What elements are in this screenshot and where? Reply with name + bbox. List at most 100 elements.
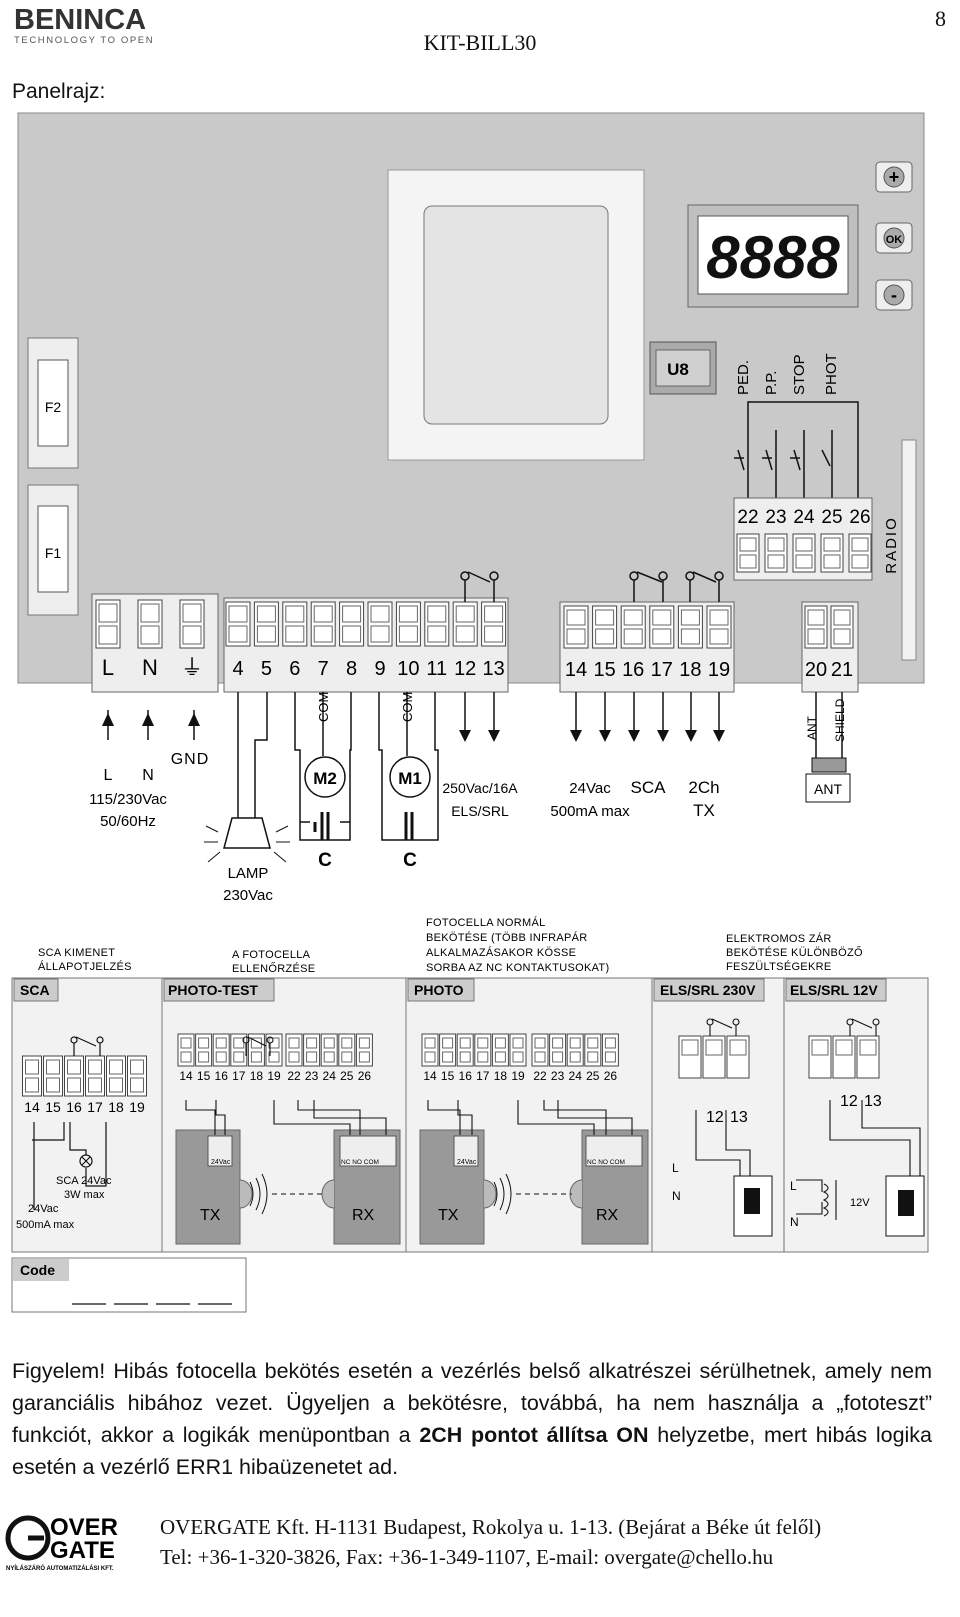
els12-cell	[832, 1035, 856, 1079]
sca-terminal-screw	[25, 1059, 39, 1075]
sca-terminal-cell	[22, 1055, 42, 1097]
aux-label-24vac: 24Vac	[569, 780, 611, 797]
logo-gate: GATE	[50, 1537, 115, 1564]
terminal-4-13-cell	[282, 601, 308, 647]
phototest-terminal-a-cell	[212, 1033, 230, 1067]
terminal-22-26-slot	[767, 554, 785, 569]
photo-terminal-b-slot	[534, 1051, 546, 1063]
photo-terminal-b-slot	[604, 1051, 616, 1063]
plus-label: +	[889, 167, 900, 187]
phototest-rx-terminal	[339, 1135, 397, 1167]
phototest-terminal-a-slot	[233, 1051, 245, 1063]
brand-name: BENINCA	[14, 4, 147, 36]
sca-lamp-spec-2: 3W max	[64, 1189, 105, 1201]
terminal-4-13-label: 5	[261, 658, 272, 680]
terminal-14-19-cell	[563, 605, 589, 649]
photo-terminal-a-label: 15	[441, 1069, 455, 1083]
terminal-14-19-screw	[623, 609, 643, 626]
terminal-power-label: ⏚	[181, 655, 203, 680]
terminal-4-13-slot	[256, 625, 276, 643]
footer-contact: Tel: +36-1-320-3826, Fax: +36-1-349-1107…	[160, 1545, 774, 1569]
phototest-terminal-b-screw	[288, 1037, 300, 1049]
els12-cell	[856, 1035, 880, 1079]
display-digits: 8888	[706, 224, 840, 291]
motor-m1-com: COM	[400, 692, 415, 722]
terminal-20-21-label: 21	[831, 659, 853, 681]
els230-n: N	[672, 1189, 681, 1203]
photo-terminal-a-screw	[494, 1037, 506, 1049]
note-photo-3: ALKALMAZÁSAKOR KÖSSE	[426, 946, 576, 959]
terminal-4-13-slot	[398, 625, 418, 643]
aux-label-sca: SCA	[631, 778, 667, 797]
els230-terminal-13: 13	[730, 1109, 748, 1126]
phototest-rx-contacts: NC NO COM	[341, 1159, 379, 1166]
radio-slot: RADIO	[883, 439, 917, 661]
terminal-14-19-label: 19	[708, 659, 730, 681]
panel-title-phototest: PHOTO-TEST	[168, 982, 258, 998]
terminal-14-19-screw	[566, 609, 586, 626]
fuse-f2-label: F2	[45, 399, 62, 415]
terminal-power-slot	[140, 625, 160, 645]
photo-terminal-a-cell	[509, 1033, 527, 1067]
minus-label: -	[891, 285, 897, 305]
phototest-terminal-b-cell	[338, 1033, 356, 1067]
photo-terminal-a-screw	[442, 1037, 454, 1049]
photo-terminal-a-slot	[459, 1051, 471, 1063]
terminal-4-13-label: 10	[397, 658, 419, 680]
terminal-power-cell	[137, 599, 163, 649]
sca-terminal-label: 16	[66, 1099, 82, 1115]
els230-wiring	[695, 1018, 751, 1176]
input-labels: PED. P.P. STOP PHOT	[735, 353, 840, 395]
terminal-14-19-label: 14	[565, 659, 587, 681]
terminal-14-19-slot	[623, 628, 643, 645]
els230-l: L	[672, 1161, 679, 1175]
terminal-22-26-screw	[823, 537, 841, 552]
els12-n: N	[790, 1215, 799, 1229]
panel-title-els12: ELS/SRL 12V	[790, 982, 878, 998]
terminal-14-19-screw	[595, 609, 615, 626]
phototest-rx: RX	[352, 1207, 375, 1224]
terminal-22-26-label: 22	[737, 507, 758, 528]
photo-terminal-a-cell	[421, 1033, 439, 1067]
note-els-1: ELEKTROMOS ZÁR	[726, 932, 832, 945]
photo-terminal-a-cell	[439, 1033, 457, 1067]
els12-lock-icon	[885, 1175, 925, 1237]
note-els-3: FESZÜLTSÉGEKRE	[726, 960, 831, 973]
terminal-14-19-slot	[595, 628, 615, 645]
phototest-terminal-b-slot	[341, 1051, 353, 1063]
els12-terminal-13: 13	[864, 1093, 882, 1110]
note-photo-4: SORBA AZ NC KONTAKTUSOKAT)	[426, 962, 609, 974]
els12-wiring	[796, 1018, 921, 1220]
plus-button[interactable]: +	[875, 161, 913, 193]
photo-terminal-b-slot	[569, 1051, 581, 1063]
phototest-terminal-a-screw	[233, 1037, 245, 1049]
ok-button[interactable]: OK	[875, 222, 913, 254]
phototest-terminal-b-label: 23	[305, 1069, 319, 1083]
phototest-terminal-a-cell	[177, 1033, 195, 1067]
lamp-spec: 230Vac	[223, 887, 273, 904]
terminal-4-13-slot	[228, 625, 248, 643]
terminal-14-19-screw	[709, 609, 729, 626]
phototest-terminal-b-screw	[358, 1037, 370, 1049]
photo-terminal-b-screw	[587, 1037, 599, 1049]
relay-contacts	[460, 571, 724, 602]
radio-label: RADIO	[883, 516, 900, 574]
terminal-14-19-cell	[706, 605, 732, 649]
photo-terminal-b-slot	[587, 1051, 599, 1063]
terminal-14-19-label: 15	[593, 659, 615, 681]
phototest-terminal-b-slot	[323, 1051, 335, 1063]
phototest-terminal-b-cell	[320, 1033, 338, 1067]
terminal-4-13-label: 7	[318, 658, 329, 680]
note-els-2: BEKÖTÉSE KÜLÖNBÖZŐ	[726, 945, 863, 959]
minus-button[interactable]: -	[875, 279, 913, 311]
terminal-22-26-cell	[820, 533, 844, 573]
power-spec-voltage: 115/230Vac	[89, 791, 167, 808]
els230-cell-screw	[705, 1039, 723, 1056]
photo-terminal-a-slot	[494, 1051, 506, 1063]
footer-address: OVERGATE Kft. H-1131 Budapest, Rokolya u…	[160, 1515, 822, 1539]
terminal-4-13-label: 9	[374, 658, 385, 680]
transformer	[387, 169, 645, 461]
photo-terminal-a-slot	[512, 1051, 524, 1063]
power-label-l: L	[104, 767, 113, 784]
label-phot: PHOT	[823, 353, 840, 395]
